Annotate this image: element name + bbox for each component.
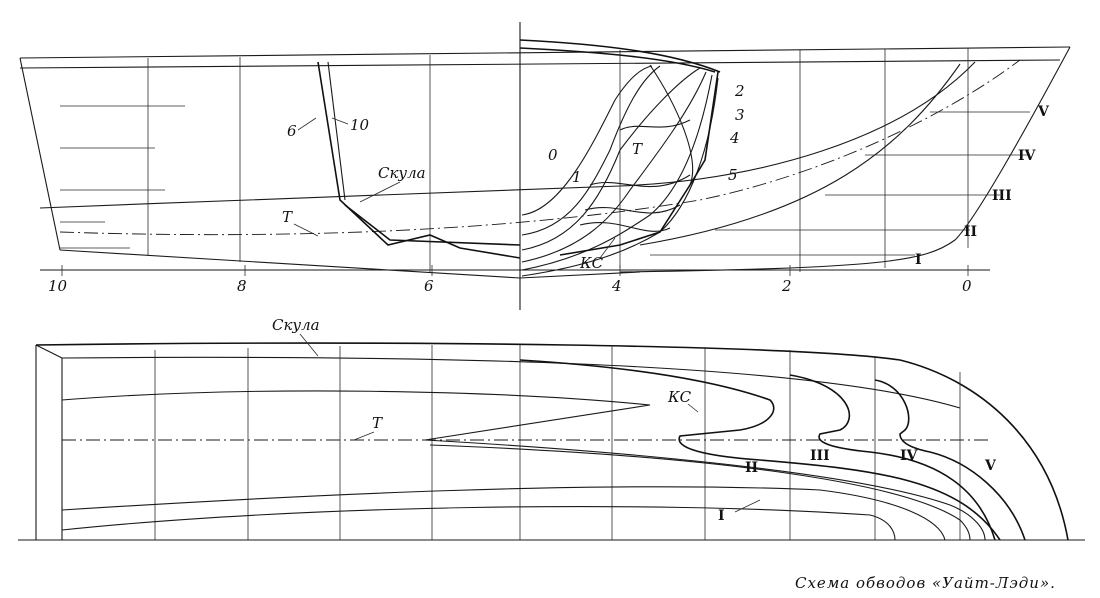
t-body-label: Т [632, 140, 643, 158]
t-profile-label: Т [282, 208, 293, 226]
section-0-label: 0 [548, 146, 558, 164]
plan-waterline-i [61, 506, 896, 541]
frame-10-label: 10 [350, 116, 370, 134]
waterline-iii-label: III [992, 188, 1012, 204]
plan-waterline-ks [519, 359, 1001, 541]
station-8-label: 8 [237, 277, 247, 295]
keel-line [59, 249, 641, 279]
waterline-ii-label: II [964, 224, 977, 240]
station-0-label: 0 [962, 277, 972, 295]
station-10-label: 10 [48, 277, 68, 295]
plan-deck-outline [35, 342, 1069, 541]
plan-waterline-iv-label: IV [900, 448, 919, 464]
transom-line [19, 57, 61, 251]
chine-line [39, 61, 976, 209]
frame-bottom [344, 204, 521, 246]
plan-waterline-ii-label: II [745, 460, 758, 476]
section-1-label: 1 [572, 168, 582, 186]
plan-stations [154, 345, 961, 540]
section-2-label: 2 [734, 82, 745, 100]
body-plan-sections [519, 39, 721, 277]
skula-plan-label: Скула [272, 316, 320, 334]
frame-6-label: 6 [287, 122, 297, 140]
t-line [59, 59, 1021, 236]
profile-waterline-stubs [60, 105, 1030, 256]
skula-profile-label: Скула [378, 164, 426, 182]
frame-outline-b [327, 61, 346, 201]
plan-waterline-iv [61, 390, 986, 541]
plan-waterline-ii [61, 486, 946, 541]
ks-plan-label: КС [667, 388, 692, 406]
frame-outline [317, 61, 521, 259]
plan-waterline-bow [874, 379, 1026, 541]
plan-waterline-iii-label: III [810, 448, 830, 464]
plan-waterline-mid [789, 374, 996, 541]
plan-waterline-iii [429, 444, 971, 541]
station-2-label: 2 [781, 277, 792, 295]
stem-line [619, 46, 1071, 273]
t-plan-label: Т [372, 414, 383, 432]
plan-waterline-i-label: I [718, 508, 725, 524]
plan-transom [35, 344, 63, 540]
plan-chine [61, 356, 961, 409]
bow-curve [639, 63, 961, 246]
station-ticks [61, 265, 969, 276]
plan-waterline-v-label: V [984, 458, 997, 474]
waterline-v-label: V [1037, 104, 1050, 120]
profile-view: 6 10 Скула Т Т КС 0 1 2 3 4 5 V IV III I… [19, 22, 1071, 310]
section-4-label: 4 [729, 129, 740, 147]
profile-stations [147, 48, 969, 272]
waterline-i-label: I [915, 252, 922, 268]
section-3-label: 3 [735, 106, 745, 124]
section-5-label: 5 [728, 166, 738, 184]
ks-body-label: КС [579, 254, 604, 272]
deck-line [19, 59, 1061, 69]
station-6-label: 6 [424, 277, 434, 295]
station-4-label: 4 [611, 277, 622, 295]
sheer-line [19, 46, 1071, 59]
plan-view: Скула Т КС II III IV V I [18, 316, 1085, 541]
figure-caption: Схема обводов «Уайт-Лэди». [795, 574, 1056, 592]
waterline-iv-label: IV [1018, 148, 1037, 164]
